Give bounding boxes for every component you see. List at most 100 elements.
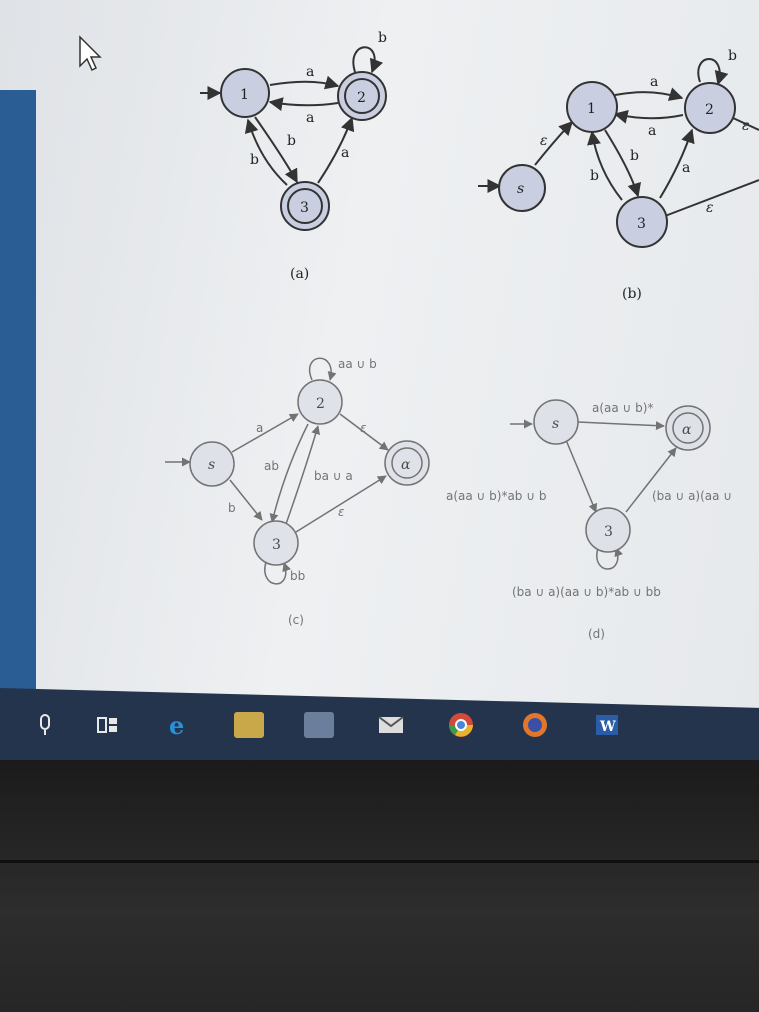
state-b-2 [684, 82, 736, 134]
edge-d-s-alpha-label: a(aa ∪ b)* [592, 401, 653, 415]
edge-a-2-2 [352, 46, 384, 74]
edge-a-2-1-label: a [306, 110, 314, 126]
edge-d-3-3-label: (ba ∪ a)(aa ∪ b)*ab ∪ bb [512, 585, 661, 599]
edge-browser-icon[interactable]: e [164, 711, 194, 740]
edge-a-2-1 [268, 97, 339, 112]
edge-c-2-alpha [339, 413, 389, 451]
state-b-3-label: 3 [637, 216, 646, 232]
edge-b-3-2 [659, 128, 695, 199]
edge-c-2-2-label: aa ∪ b [338, 357, 377, 371]
caption-d: (d) [588, 627, 605, 641]
edge-c-s-2-label: a [256, 421, 263, 435]
edge-c-3-alpha [295, 475, 387, 533]
svg-text:W: W [599, 719, 616, 735]
state-a-3-label: 3 [300, 200, 309, 216]
firefox-icon[interactable] [520, 712, 550, 738]
state-b-s [498, 164, 546, 212]
edge-b-2-1-label: a [648, 123, 656, 139]
edge-b-2-alpha [732, 117, 759, 131]
microphone-icon[interactable] [30, 712, 60, 738]
state-d-s-label: s [552, 416, 559, 432]
window-left-edge [0, 90, 36, 690]
state-d-alpha-label: α [682, 422, 692, 438]
edge-c-3-2-label: ba ∪ a [314, 469, 353, 483]
word-icon[interactable]: W [592, 712, 622, 738]
mail-icon[interactable] [376, 712, 406, 738]
edge-b-s-1-label: ε [540, 133, 548, 149]
bezel-edge [0, 860, 759, 863]
state-c-3-label: 3 [272, 537, 281, 553]
edge-b-2-1 [613, 109, 684, 124]
automata-figure: 1 2 3 a a b b b a (a) s 1 2 3 ε a a b b … [79, 30, 759, 641]
edge-d-3-3 [596, 547, 623, 570]
edge-d-s-3 [565, 439, 598, 513]
edge-a-1-3 [254, 116, 298, 184]
caption-b: (b) [622, 286, 642, 302]
edge-b-3-2-label: a [682, 160, 690, 176]
screen [0, 0, 759, 730]
edge-c-3-3 [264, 561, 291, 585]
edge-c-2-2 [309, 357, 337, 381]
state-c-alpha-label: α [401, 457, 411, 473]
edge-d-s-3-label: a(aa ∪ b)*ab ∪ b [446, 489, 546, 503]
state-c-2-label: 2 [316, 396, 325, 412]
state-c-s [189, 441, 235, 487]
state-c-s-label: s [208, 457, 215, 473]
state-c-3 [253, 520, 299, 566]
edge-a-2-2-label: b [378, 30, 387, 46]
edge-b-1-2 [614, 87, 684, 101]
task-view-icon[interactable] [92, 712, 122, 738]
state-a-1-label: 1 [240, 87, 249, 103]
edge-b-2-2 [697, 58, 729, 86]
edge-a-3-2 [317, 116, 355, 184]
edge-d-3-alpha [625, 447, 677, 513]
edge-d-3-alpha-label: (ba ∪ a)(aa ∪ [652, 489, 732, 503]
state-b-s-label: s [517, 181, 524, 197]
edge-a-1-2 [269, 75, 340, 90]
edge-c-2-alpha-label: ε [360, 421, 367, 435]
edge-b-3-1-label: b [590, 168, 599, 184]
edge-b-3-1 [587, 130, 623, 201]
diagram-c: s 2 3 α aa ∪ b a b ε ε ab ba ∪ a bb (c) [165, 357, 430, 627]
state-b-2-label: 2 [705, 102, 714, 118]
edge-b-1-3-label: b [630, 148, 639, 164]
edge-c-s-2 [231, 413, 299, 453]
chrome-icon[interactable] [446, 712, 476, 738]
state-b-1-label: 1 [587, 101, 596, 117]
edge-c-2-3 [269, 423, 309, 523]
edge-b-3-alpha-label: ε [706, 200, 714, 216]
edge-c-2-3-label: ab [264, 459, 279, 473]
state-d-3 [585, 507, 631, 553]
laptop-bezel [0, 760, 759, 1012]
edge-c-s-3-label: b [228, 501, 236, 515]
edge-c-3-alpha-label: ε [338, 505, 345, 519]
state-b-3 [616, 196, 668, 248]
diagram-b: s 1 2 3 ε a a b b b a ε ε (b) [478, 48, 759, 302]
caption-a: (a) [290, 266, 309, 282]
edge-a-3-2-label: a [341, 145, 349, 161]
file-explorer-icon[interactable] [234, 712, 264, 738]
edge-b-2-alpha-label: ε [742, 118, 750, 134]
edge-c-3-3-label: bb [290, 569, 305, 583]
edge-d-s-alpha [577, 421, 665, 431]
edge-a-1-2-label: a [306, 64, 314, 80]
state-d-s [533, 399, 579, 445]
state-c-2 [297, 379, 343, 425]
edge-b-s-1 [534, 120, 573, 166]
state-a-1 [220, 68, 270, 118]
edge-b-1-2-label: a [650, 74, 658, 90]
edge-c-s-3 [229, 479, 263, 521]
edge-a-3-1-label: b [250, 152, 259, 168]
edge-b-2-2-label: b [728, 48, 737, 64]
edge-b-3-alpha [664, 179, 759, 217]
edge-a-1-3-label: b [287, 133, 296, 149]
mouse-cursor-icon [79, 35, 102, 72]
svg-text:e: e [169, 712, 184, 738]
diagram-d: s α 3 a(aa ∪ b)* a(aa ∪ b)*ab ∪ b (ba ∪ … [446, 399, 732, 641]
state-b-1 [566, 81, 618, 133]
edge-c-3-2 [285, 425, 321, 525]
state-a-2-label: 2 [357, 90, 366, 106]
caption-c: (c) [288, 613, 304, 627]
store-icon[interactable] [304, 712, 334, 738]
edge-a-3-1 [244, 118, 288, 186]
